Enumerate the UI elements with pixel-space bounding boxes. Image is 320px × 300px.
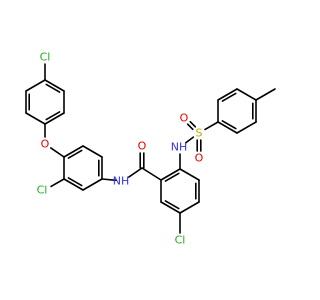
bond-nh1-cam	[127, 167, 143, 178]
bond-e1-e2	[217, 121, 238, 134]
atom-chlorine-middle: Cl	[37, 184, 48, 197]
bonds	[25, 63, 276, 234]
bond-b5-b6-inner	[67, 177, 83, 187]
bond-a1-a2-inner	[45, 83, 61, 93]
background	[0, 0, 300, 300]
bond-a1-a2	[44, 79, 65, 92]
bond-d4-d5	[179, 201, 200, 214]
bond-a3-a4	[44, 112, 65, 125]
bond-e1-e2-inner	[221, 120, 237, 130]
bond-e2-e3	[236, 121, 257, 134]
atom-labels: Cl O Cl NH O NH S O O Cl	[37, 51, 204, 247]
bond-s-os1-b	[186, 123, 194, 131]
atom-nh-sulfonamide: NH	[171, 141, 188, 154]
bond-e5-e6	[217, 88, 238, 101]
atom-oxygen-sulfonyl-bottom: O	[195, 152, 204, 165]
bond-a6-a1	[25, 79, 46, 92]
bond-d1-d2-inner	[164, 172, 180, 182]
bond-b4-b5	[82, 178, 103, 191]
bond-b1-b2-inner	[67, 149, 83, 159]
atom-chlorine-bottom: Cl	[175, 234, 186, 247]
atom-chlorine-top: Cl	[40, 51, 51, 64]
bond-a3-a4-inner	[45, 111, 61, 121]
atom-oxygen-carbonyl: O	[138, 140, 147, 153]
bond-s-os1-a	[189, 120, 197, 128]
structure-diagram: Cl O Cl NH O NH S O O Cl	[0, 0, 300, 300]
bond-d2-d3	[179, 168, 200, 181]
bond-d1-d2	[160, 168, 181, 181]
bond-nh2-s	[184, 136, 195, 144]
bond-b6-cl2	[50, 178, 65, 188]
bond-b5-b6	[63, 178, 84, 191]
bond-b1-b2	[63, 145, 84, 158]
bond-cam-d1	[141, 167, 162, 181]
bond-d5-d6	[160, 201, 181, 214]
bond-s-e1	[204, 121, 219, 131]
bond-b4-nh1	[101, 178, 117, 182]
bond-a4-a5	[25, 112, 46, 125]
atom-oxygen-ether: O	[41, 138, 50, 151]
bond-o1-b1	[49, 147, 65, 158]
bond-b2-b3	[82, 145, 103, 158]
atom-nh-amide: NH	[113, 175, 130, 188]
molecule-drawing: Cl O Cl NH O NH S O O Cl	[0, 0, 300, 300]
atom-oxygen-sulfonyl-left: O	[180, 112, 189, 125]
bond-d5-d6-inner	[164, 200, 180, 210]
bond-e5-e6-inner	[221, 92, 237, 102]
bond-e4-e5	[236, 88, 257, 101]
atom-sulfur: S	[196, 127, 203, 140]
bond-e4-me	[255, 88, 276, 101]
